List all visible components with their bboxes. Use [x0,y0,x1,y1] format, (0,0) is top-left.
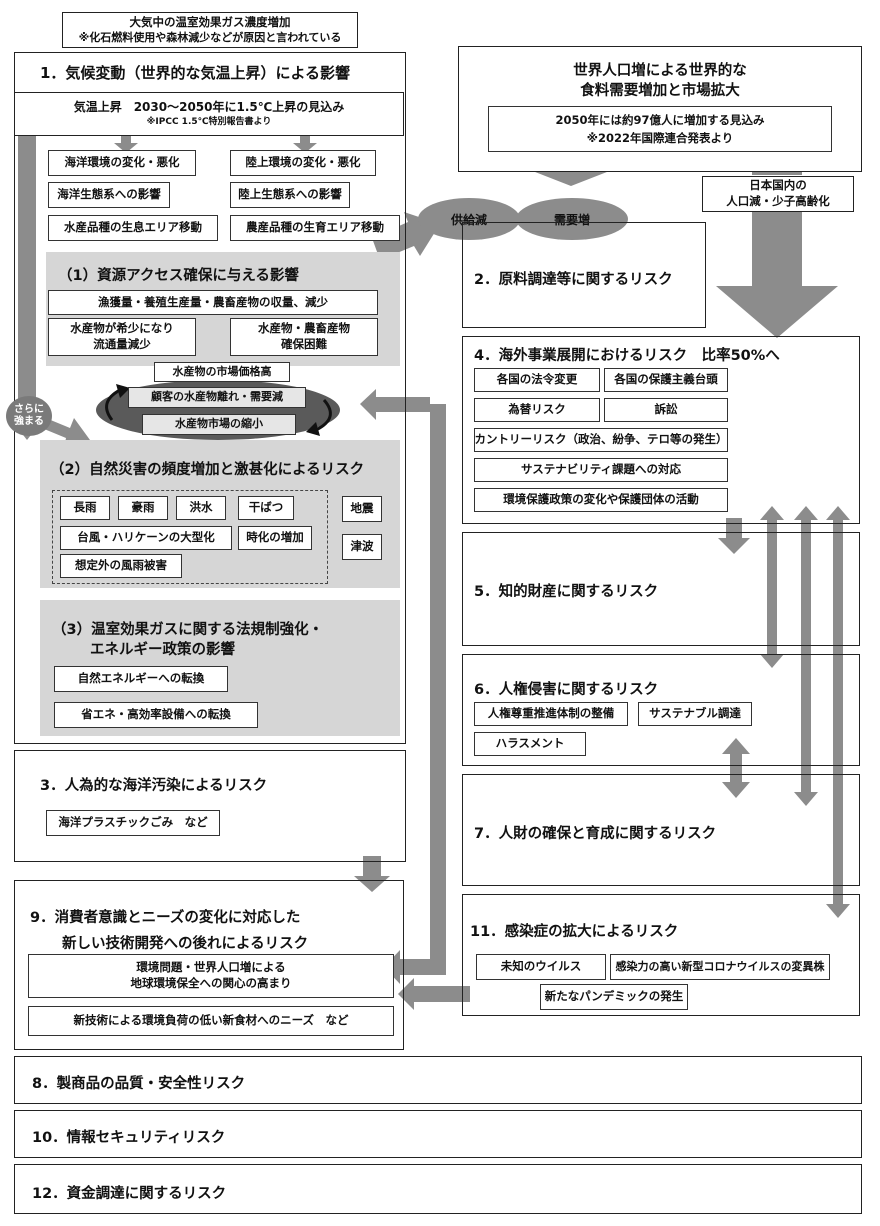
arrow-11-9 [398,978,470,1010]
risk8-title: 8．製商品の品質・安全性リスク [32,1076,246,1092]
cycle-mid: 顧客の水産物離れ・需要減 [128,387,306,408]
sub3-item-2: 省エネ・高効率設備への転換 [54,702,258,728]
population-title-b: 食料需要増加と市場拡大 [580,82,740,99]
risk4-item-6: サステナビリティ課題への対応 [474,458,728,482]
risk4-item-5: カントリーリスク（政治、紛争、テロ等の発生） [474,428,728,452]
disaster-earthquake: 地震 [342,496,382,522]
disaster-rain: 長雨 [60,496,110,520]
japan-line-b: 人口減・少子高齢化 [726,194,830,208]
risk6-title: 6．人権侵害に関するリスク [474,682,659,698]
disaster-heavy-rain: 豪雨 [118,496,168,520]
sub1-item-2b: 流通量減少 [93,337,151,351]
cycle-bottom: 水産物市場の縮小 [142,414,296,435]
land-item-2: 陸上生態系への影響 [230,182,350,208]
japan-box: 日本国内の 人口減・少子高齢化 [702,176,854,212]
risk8-box [14,1056,862,1104]
disaster-tsunami: 津波 [342,534,382,560]
risk11-item-3: 新たなパンデミックの発生 [540,984,688,1010]
header-line2: ※化石燃料使用や森林減少などが原因と言われている [78,31,342,45]
stronger-line-b: 強まる [14,416,44,427]
header-box: 大気中の温室効果ガス濃度増加 ※化石燃料使用や森林減少などが原因と言われている [62,12,358,48]
disaster-typhoon: 台風・ハリケーンの大型化 [60,526,232,550]
sub1-item-3a: 水産物・農畜産物 [258,321,350,336]
risk2-title: 2．原料調達等に関するリスク [474,272,673,288]
sub2-dashed-group [52,490,328,584]
demand-ellipse: 需要増 [516,198,628,240]
land-item-1: 陸上環境の変化・悪化 [230,150,376,176]
population-note: 2050年には約97億人に増加する見込み ※2022年国際連合発表より [488,106,832,152]
temperature-line2: ※IPCC 1.5℃特別報告書より [146,117,272,128]
supply-label: 供給減 [450,212,487,227]
risk6-item-2: サステナブル調達 [638,702,752,726]
sub3-title-a: （3）温室効果ガスに関する法規制強化・ [52,622,324,638]
sub1-item-2: 水産物が希少になり 流通量減少 [48,318,196,356]
risk4-item-4: 訴訟 [604,398,728,422]
risk7-title: 7．人財の確保と育成に関するリスク [474,826,717,842]
japan-big-arrow [716,205,838,338]
cycle-top: 水産物の市場価格高 [154,362,290,382]
japan-line-a: 日本国内の [749,178,807,193]
disaster-storm-sea: 時化の増加 [238,526,312,550]
risk4-title: 4．海外事業展開におけるリスク 比率50%へ [474,348,780,364]
risk3-title: 3．人為的な海洋汚染によるリスク [40,778,268,794]
risk10-title: 10．情報セキュリティリスク [32,1130,226,1146]
risk10-box [14,1110,862,1158]
marine-item-3: 水産品種の生息エリア移動 [48,215,218,241]
sub1-item-2a: 水産物が希少になり [70,321,174,336]
risk1-title: 1．気候変動（世界的な気温上昇）による影響 [40,64,350,82]
risk4-box [462,336,860,524]
risk11-title: 11．感染症の拡大によるリスク [470,924,679,940]
risk5-title: 5．知的財産に関するリスク [474,584,659,600]
risk11-item-2: 感染力の高い新型コロナウイルスの変異株 [610,954,830,980]
land-item-3: 農産品種の生育エリア移動 [230,215,400,241]
risk1-frame [14,52,406,744]
risk3-box [14,750,406,862]
sub1-title: （1）資源アクセス確保に与える影響 [58,268,299,284]
population-note-2: ※2022年国際連合発表より [586,131,734,145]
marine-item-2: 海洋生態系への影響 [48,182,170,208]
header-line1: 大気中の温室効果ガス濃度増加 [129,15,291,30]
risk6-item-3: ハラスメント [474,732,586,756]
temperature-line1: 気温上昇 2030～2050年に1.5℃上昇の見込み [73,100,345,115]
risk11-box [462,894,860,1016]
sub1-item-1: 漁獲量・養殖生産量・農畜産物の収量、減少 [48,290,378,315]
risk9-title-a: 9．消費者意識とニーズの変化に対応した [30,910,301,926]
sub3-title-b: エネルギー政策の影響 [90,642,235,658]
risk6-box [462,654,860,766]
sub2-title: （2）自然災害の頻度増加と激甚化によるリスク [50,462,365,478]
risk9-item-1a: 環境問題・世界人口増による [136,960,286,975]
population-title-a: 世界人口増による世界的な [573,63,747,79]
risk12-box [14,1164,862,1214]
disaster-flood: 洪水 [176,496,226,520]
marine-item-1: 海洋環境の変化・悪化 [48,150,196,176]
risk2-box [462,222,706,328]
risk4-item-7: 環境保護政策の変化や保護団体の活動 [474,488,728,512]
risk4-item-1: 各国の法令変更 [474,368,600,392]
risk9-item-1b: 地球環境保全への関心の高まり [130,976,292,990]
stronger-badge: さらに 強まる [6,396,52,436]
temperature-box: 気温上昇 2030～2050年に1.5℃上昇の見込み ※IPCC 1.5℃特別報… [14,92,404,136]
risk7-box [462,774,860,886]
risk3-item: 海洋プラスチックごみ など [46,810,220,836]
risk9-box [14,880,404,1050]
risk4-item-2: 各国の保護主義台頭 [604,368,728,392]
risk12-title: 12．資金調達に関するリスク [32,1186,227,1202]
risk9-item-1: 環境問題・世界人口増による 地球環境保全への関心の高まり [28,954,394,998]
risk9-item-2: 新技術による環境負荷の低い新食材へのニーズ など [28,1006,394,1036]
demand-label: 需要増 [553,212,590,227]
disaster-drought: 干ばつ [238,496,294,520]
risk6-item-1: 人権尊重推進体制の整備 [474,702,628,726]
stronger-line-a: さらに [14,404,44,415]
sub1-item-3: 水産物・農畜産物 確保困難 [230,318,378,356]
supply-ellipse: 供給減 [418,198,520,240]
sub1-item-3b: 確保困難 [281,337,327,351]
disaster-unexpected: 想定外の風雨被害 [60,554,182,578]
risk9-title-b: 新しい技術開発への後れによるリスク [62,936,309,952]
population-note-1: 2050年には約97億人に増加する見込み [555,112,765,127]
risk4-item-3: 為替リスク [474,398,600,422]
risk11-item-1: 未知のウイルス [476,954,606,980]
population-title: 世界人口増による世界的な 食料需要増加と市場拡大 [458,62,862,101]
risk5-box [462,532,860,646]
sub3-item-1: 自然エネルギーへの転換 [54,666,228,692]
